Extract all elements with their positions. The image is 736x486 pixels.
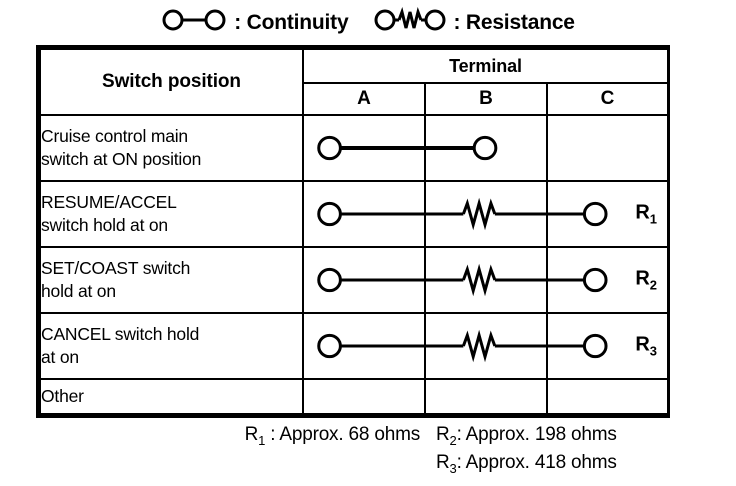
footnote-r2-sub: 2 [449, 432, 457, 448]
footnote-r3: R3: Approx. 418 ohms [436, 452, 682, 476]
footnotes: R1 : Approx. 68 ohms R2: Approx. 198 ohm… [36, 424, 706, 476]
diagram-cell-a [302, 312, 426, 380]
diagram-cell-c: R3 [545, 312, 670, 380]
table-row: CANCEL switch hold at on [39, 312, 670, 380]
footnote-r2: R2: Approx. 198 ohms [436, 424, 682, 448]
footnote-r1: R1 : Approx. 68 ohms [244, 424, 421, 448]
header-terminal: Terminal [301, 48, 670, 84]
row-label-line2: switch at ON position [41, 149, 202, 169]
diagram-cell-a [302, 246, 426, 314]
footnote-r3-symbol: R [436, 451, 450, 473]
header-switch-position: Switch position [39, 48, 304, 116]
table-row: Cruise control main switch at ON positio… [39, 114, 670, 182]
diagram-cell-b [424, 114, 548, 182]
row-label-cruise-control: Cruise control main switch at ON positio… [39, 114, 304, 182]
row-label-line2: hold at on [41, 281, 116, 301]
footnote-r2-symbol: R [436, 424, 450, 445]
diagram-cell-c [545, 114, 670, 182]
legend-resistance-label: : Resistance [453, 11, 575, 34]
legend: : Continuity : Resistance [0, 6, 736, 40]
row-label-line2: switch hold at on [41, 215, 168, 235]
footnote-r3-text: : Approx. 418 ohms [456, 451, 617, 473]
diagram-cell-c: R1 [545, 180, 670, 248]
diagram-cell-a [302, 180, 426, 248]
row-label-cancel: CANCEL switch hold at on [39, 312, 304, 380]
row-label-line1: RESUME/ACCEL [41, 191, 177, 212]
row-label-line2: at on [41, 347, 79, 367]
table-header-row-letters: A B C [40, 82, 670, 116]
legend-item-continuity: : Continuity [161, 7, 349, 39]
diagram-cell-b [424, 246, 548, 314]
legend-continuity-label: : Continuity [234, 11, 349, 34]
diagram-cell-b [424, 180, 548, 248]
resistance-symbol-icon [374, 6, 446, 39]
footnote-r1-text: : Approx. 68 ohms [265, 424, 420, 445]
footnote-r3-sub: 3 [449, 460, 457, 476]
table-row: Other [39, 378, 670, 415]
diagram-cell-a [302, 114, 426, 182]
footnote-r2-text: : Approx. 198 ohms [456, 424, 617, 445]
footnote-r1-sub: 1 [258, 432, 266, 448]
diagram-cell-b [424, 378, 548, 415]
footnote-r1-symbol: R [244, 424, 259, 445]
switch-continuity-table: Switch position Terminal A B C Cruise co… [36, 45, 670, 418]
diagram-cell-b [424, 312, 548, 380]
header-terminal-b: B [424, 82, 548, 116]
header-terminal-a: A [302, 82, 426, 116]
table-row: SET/COAST switch hold at on [39, 246, 670, 314]
legend-item-resistance: : Resistance [374, 6, 575, 39]
row-label-other: Other [39, 378, 304, 415]
header-terminal-c: C [545, 82, 670, 116]
diagram-cell-c: R2 [545, 246, 670, 314]
row-label-resume-accel: RESUME/ACCEL switch hold at on [39, 180, 304, 248]
table-header-row-top: Switch position Terminal [39, 48, 670, 116]
row-label-line1: Other [41, 385, 84, 406]
continuity-symbol-icon [161, 7, 227, 39]
row-label-line1: CANCEL switch hold [41, 323, 200, 344]
diagram-cell-a [302, 378, 426, 415]
row-label-set-coast: SET/COAST switch hold at on [39, 246, 304, 314]
row-label-line1: Cruise control main [41, 125, 188, 146]
row-label-line1: SET/COAST switch [41, 257, 191, 278]
table-row: RESUME/ACCEL switch hold at on [39, 180, 670, 248]
diagram-cell-c [545, 378, 670, 415]
